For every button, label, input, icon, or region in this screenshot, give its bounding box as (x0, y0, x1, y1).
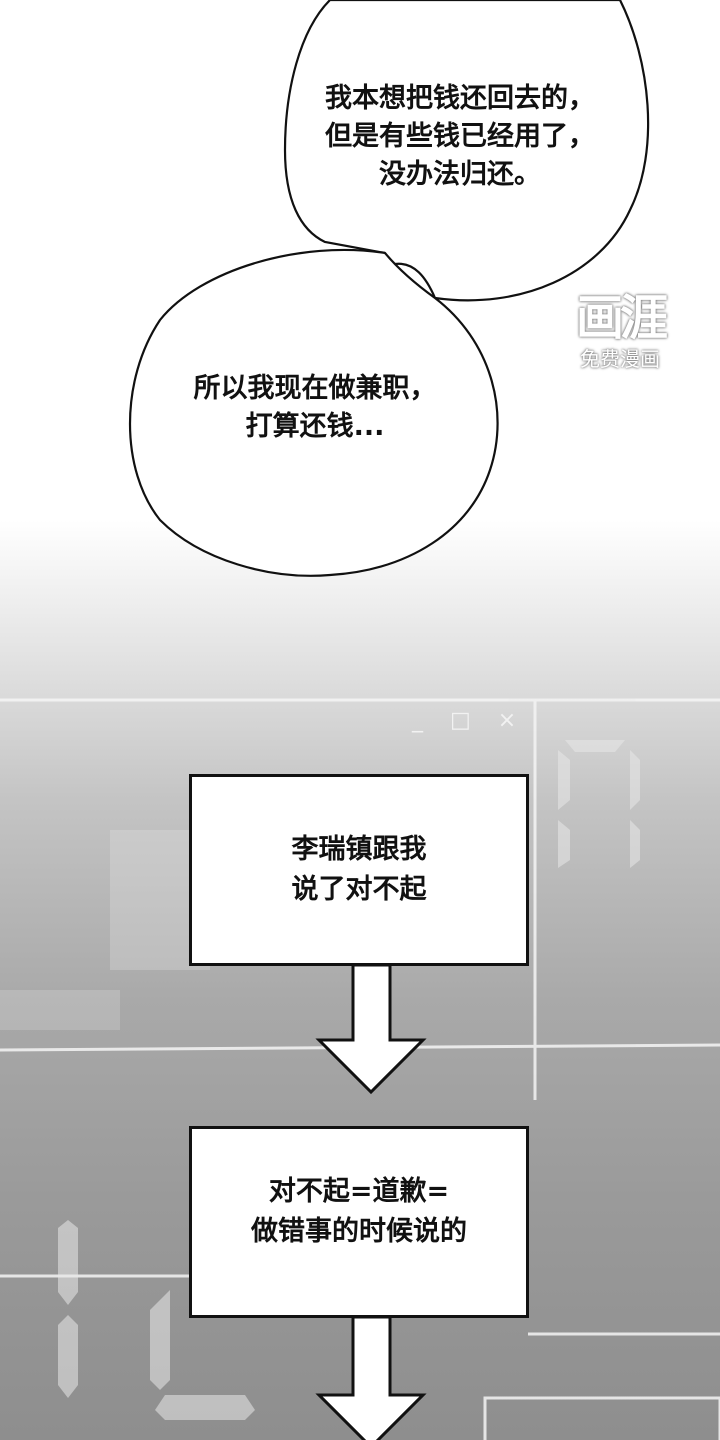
down-arrow-icon (315, 1315, 427, 1440)
flow-box-line: 李瑞镇跟我 (291, 834, 427, 865)
bubble-line: 打算还钱... (245, 411, 385, 442)
bubble-line: 我本想把钱还回去的， (325, 83, 595, 114)
bubble-line: 所以我现在做兼职， (193, 373, 437, 404)
flow-box-line: 对不起=道歉= (268, 1176, 450, 1207)
window-controls: _ □ × (412, 708, 527, 733)
watermark: 画涯 免费漫画 (560, 290, 680, 372)
speech-bubble-top-text: 我本想把钱还回去的， 但是有些钱已经用了， 没办法归还。 (290, 80, 630, 194)
flow-box-line: 说了对不起 (291, 874, 427, 905)
flow-box-1: 李瑞镇跟我 说了对不起 (189, 774, 529, 966)
watermark-logo: 画涯 (575, 290, 668, 346)
bubble-line: 没办法归还。 (379, 159, 541, 190)
down-arrow-icon (315, 963, 427, 1095)
watermark-subtitle: 免费漫画 (580, 347, 660, 371)
flow-box-line: 做错事的时候说的 (251, 1216, 467, 1247)
bubble-line: 但是有些钱已经用了， (325, 121, 595, 152)
speech-bubble-bottom-text: 所以我现在做兼职， 打算还钱... (150, 370, 480, 446)
speech-bubble-bottom (128, 248, 499, 577)
